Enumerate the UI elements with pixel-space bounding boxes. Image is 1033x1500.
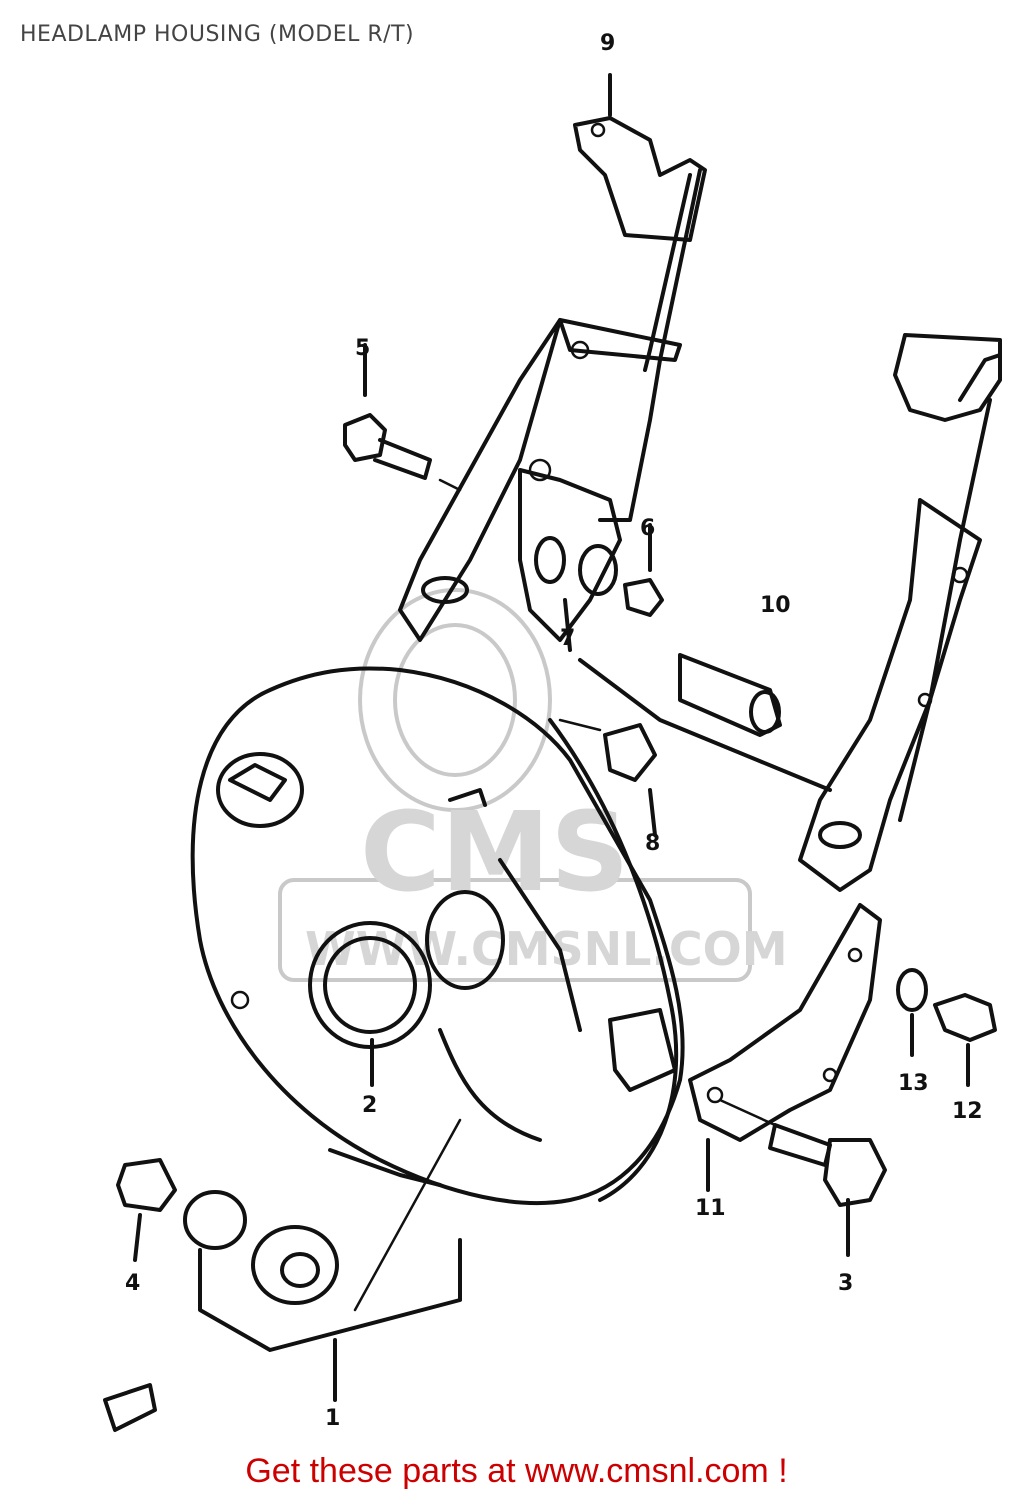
callout-7: 7 [560,626,575,651]
callout-2: 2 [362,1093,377,1118]
callout-3: 3 [838,1271,853,1296]
callout-11: 11 [695,1196,726,1221]
part-10-spacer [678,653,782,737]
callout-10: 10 [760,593,791,618]
part-9-upper-bracket [398,73,707,642]
part-3-bolt [768,1123,887,1257]
diagram-title: HEADLAMP HOUSING (MODEL R/T) [20,22,415,47]
part-10-right-bracket [578,333,1002,892]
callout-8: 8 [645,831,660,856]
callout-9: 9 [600,31,615,56]
callout-1: 1 [325,1406,340,1431]
part-6-7-bushings [534,523,664,652]
part-1-4-rubber-parts [103,1158,462,1432]
footer-link-text[interactable]: Get these parts at www.cmsnl.com ! [245,1452,788,1490]
cms-watermark: CMS WWW.CMSNL.COM [278,588,788,982]
callout-6: 6 [640,516,655,541]
callout-4: 4 [125,1271,140,1296]
callout-13: 13 [898,1071,929,1096]
part-5-bolt [343,343,462,492]
part-2-headlamp-shell [190,666,685,1312]
callout-12: 12 [952,1099,983,1124]
part-11-bracket-plate [688,903,882,1192]
part-8-grommet [558,718,657,837]
callout-5: 5 [355,336,370,361]
part-12-13-bolt-washer [896,968,997,1087]
watermark-logo-text: CMS [360,788,629,916]
